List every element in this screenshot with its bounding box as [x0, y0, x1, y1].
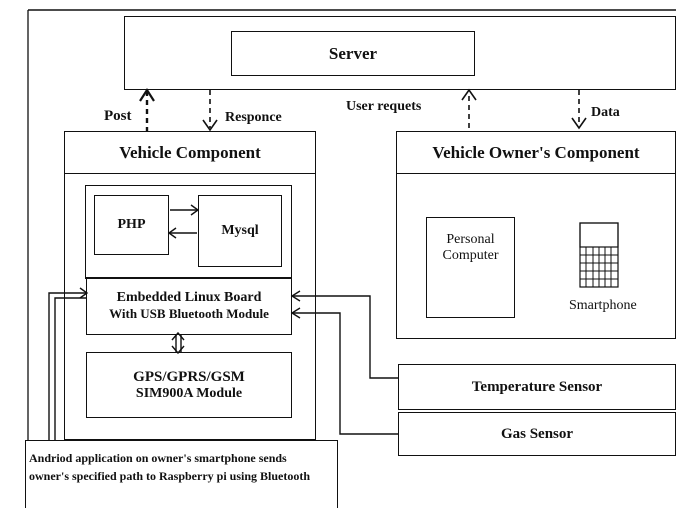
smartphone-label: Smartphone: [569, 298, 637, 313]
user-requests-label: User requets: [346, 99, 422, 114]
post-label: Post: [104, 108, 132, 124]
mysql-box: Mysql: [198, 195, 282, 267]
gas-to-board-link: [293, 312, 398, 435]
embedded-board-box: Embedded Linux Board With USB Bluetooth …: [86, 277, 292, 335]
gps-module-box: GPS/GPRS/GSM SIM900A Module: [86, 352, 292, 418]
gps-line1: GPS/GPRS/GSM: [133, 368, 245, 385]
gps-line2: SIM900A Module: [135, 385, 243, 401]
board-line1: Embedded Linux Board: [116, 290, 262, 305]
android-note-line1: Andriod application on owner's smartphon…: [29, 451, 287, 465]
data-label: Data: [591, 105, 620, 120]
temperature-sensor-box: Temperature Sensor: [398, 364, 676, 410]
post-arrow-head: [139, 87, 155, 102]
android-to-board-link: [48, 292, 86, 440]
responce-label: Responce: [225, 110, 282, 125]
gas-sensor-label: Gas Sensor: [500, 425, 574, 442]
pc-line2: Computer: [442, 248, 499, 263]
owner-component-header: Vehicle Owner's Component: [396, 131, 676, 174]
php-box: PHP: [94, 195, 169, 255]
vehicle-component-body: [64, 173, 316, 440]
vehicle-component-title: Vehicle Component: [119, 142, 261, 162]
gas-sensor-box: Gas Sensor: [398, 412, 676, 456]
vehicle-component-header: Vehicle Component: [64, 131, 316, 174]
user-requests-arrow-head: [461, 88, 477, 101]
board-line2: With USB Bluetooth Module: [109, 306, 269, 321]
temperature-to-board-link: [293, 295, 398, 379]
data-arrow-head: [571, 117, 587, 130]
pc-line1: Personal: [446, 232, 495, 247]
owner-component-title: Vehicle Owner's Component: [432, 142, 640, 162]
smartphone-grid-icon: [579, 222, 619, 288]
web-stack-box: [85, 185, 292, 279]
android-note-box: Andriod application on owner's smartphon…: [25, 440, 338, 508]
php-label: PHP: [117, 217, 146, 232]
server-title: Server: [328, 43, 378, 63]
android-note-line2: owner's specified path to Raspberry pi u…: [29, 469, 311, 483]
mysql-label: Mysql: [221, 223, 259, 238]
personal-computer-box: Personal Computer: [426, 217, 515, 318]
server-box: Server: [231, 31, 475, 76]
responce-arrow-head: [202, 119, 218, 132]
temperature-sensor-label: Temperature Sensor: [471, 378, 603, 395]
